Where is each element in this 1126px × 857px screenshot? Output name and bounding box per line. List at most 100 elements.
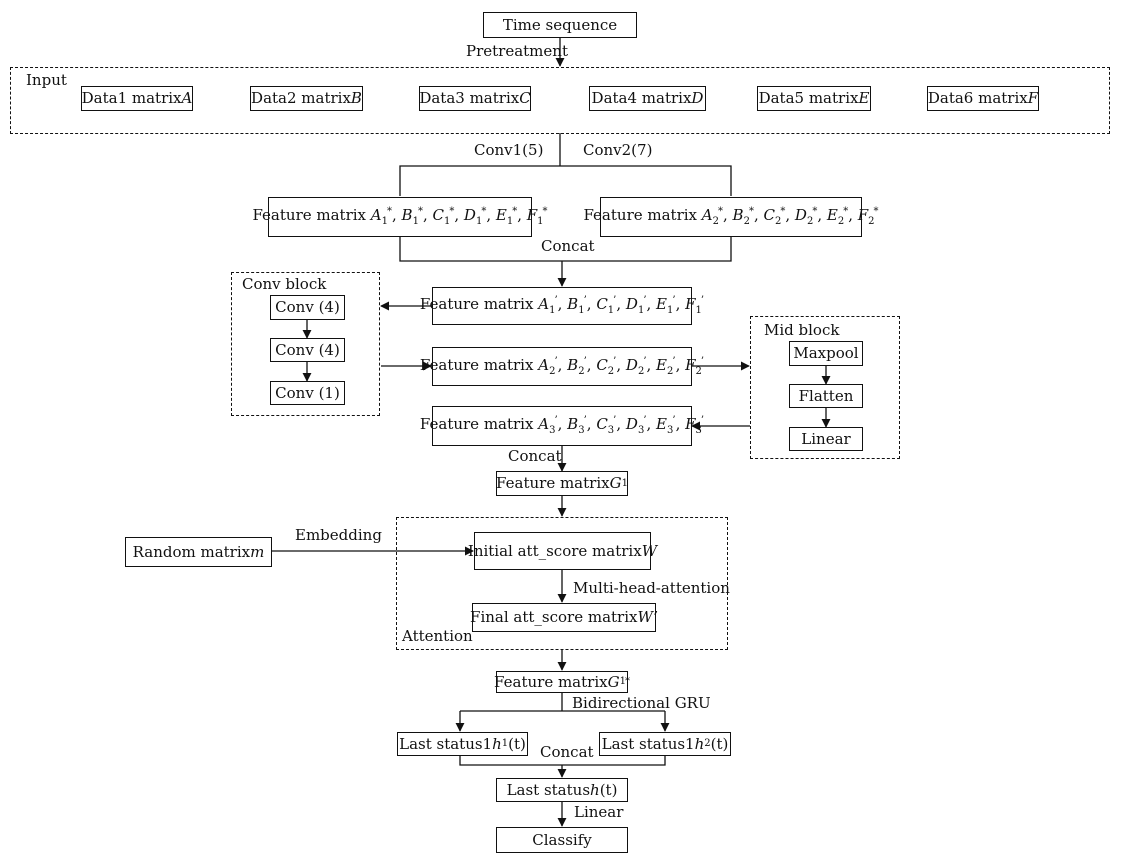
mid-block-linear: Linear [789,427,863,451]
conv-block-item-1-label: Conv (4) [275,298,340,316]
bidirectional-gru-label: Bidirectional GRU [572,694,711,712]
data6-matrix-var: F [1027,89,1039,107]
feature-var-sub: 2 [549,365,556,377]
feature-var-sup: ’ [613,355,617,367]
final-att-score-var: W’ [637,608,658,626]
feature-var-sup: * [780,206,786,217]
feature-var-sup: ’ [700,415,705,426]
classify-box: Classify [496,827,628,853]
feature-var-sep: , [586,415,597,433]
feature-var: D [625,355,638,374]
feature-var: B [567,355,579,374]
feature-matrix-prefix: Feature matrix [419,295,539,313]
feature-var: E [656,355,667,374]
feature-var-sup: ’ [613,415,617,426]
feature-var-sep: , [586,295,597,313]
feature-var-sup: * [481,206,487,217]
final-att-score-label: Final att_score matrix [470,608,638,626]
feature-var-sup: ’ [554,355,558,367]
feature-var: E [826,206,838,224]
classify-label: Classify [532,830,592,849]
last-status-h2-sub: 2 [704,738,711,749]
conv-block-item-3-label: Conv (1) [275,383,340,402]
feature-var-sup: * [873,206,879,217]
feature-var-sub: 1 [637,305,645,316]
feature-matrix-prefix: Feature matrix [419,415,539,433]
feature-var-sub: 3 [695,425,702,436]
feature-var: C [596,415,608,433]
feature-var-sup: ’ [643,355,647,367]
feature-var-sub: 1 [381,216,388,227]
feature-matrix-prime-2: Feature matrix A2’, B2’, C2’, D2’, E2’, … [420,347,704,386]
feature-var: A [538,415,550,433]
conv-block-label: Conv block [242,275,327,293]
feature-var: B [401,206,413,224]
last-status-h1-text: Last status1 [399,734,493,753]
last-status-h1-tail: (t) [508,734,526,753]
attention-group [396,517,728,650]
data3-matrix-label: Data3 matrix [419,89,520,107]
data5-matrix-box: Data5 matrix E [757,86,871,111]
data1-matrix-label: Data1 matrix [81,89,182,107]
last-status-h2-var: h [694,734,705,753]
feature-var-sep: , [785,206,795,224]
mid-block-maxpool: Maxpool [789,341,863,366]
feature-var-sup: * [512,206,518,217]
feature-var-sep: , [848,206,858,224]
feature-var-sup: ’ [583,295,587,306]
concat-label-2: Concat [508,447,562,465]
feature-var-sup: * [812,206,818,217]
feature-var-sep: , [753,206,764,224]
data4-matrix-label: Data4 matrix [591,89,692,107]
random-matrix-label: Random matrix [132,542,251,561]
data4-matrix-var: D [691,89,704,107]
feature-var-sep: , [675,415,686,433]
feature-var-sep: , [616,415,626,433]
multi-head-attention-label: Multi-head-attention [573,579,730,597]
feature-var-sep: , [675,355,686,374]
data2-matrix-box: Data2 matrix B [250,86,363,111]
feature-matrix-prime-3: Feature matrix A3’, B3’, C3’, D3’, E3’, … [420,406,704,446]
feature-var-sup: ’ [613,295,617,306]
mid-block-group [750,316,900,459]
feature-var-sub: 1 [549,305,556,316]
feature-var: A [538,355,550,374]
data2-matrix-var: B [350,89,362,107]
feature-var-sup: ’ [554,415,558,426]
feature-var-sep: , [422,206,433,224]
feature-var-sub: 1 [607,305,615,316]
feature-var-sep: , [646,295,657,313]
feature-var-sup: ’ [672,415,676,426]
last-status-h1-sub: 1 [501,738,509,749]
feature-var: C [596,295,608,313]
feature-matrix-prime-2-text: Feature matrix A2’, B2’, C2’, D2’, E2’, … [419,355,704,377]
input-group [10,67,1110,134]
feature-matrix-prime-3-text: Feature matrix A3’, B3’, C3’, D3’, E3’, … [420,416,704,436]
feature-var-sup: * [718,206,723,217]
feature-var-sep: , [723,206,733,224]
feature-var-sup: * [417,206,423,217]
final-att-score-box: Final att_score matrix W’ [470,603,658,632]
mid-block-label: Mid block [764,321,840,339]
feature-var-sub: 2 [667,365,674,377]
feature-var: B [732,206,744,224]
feature-var: F [857,206,869,224]
feature-var: A [701,206,713,224]
feature-var-sep: , [646,355,657,374]
feature-var-sub: 2 [607,365,615,377]
feature-var-sup: * [542,206,548,217]
feature-var-sep: , [675,295,686,313]
feature-var-sup: ’ [700,295,705,306]
feature-var: E [656,415,667,433]
feature-matrix-g1-var: G [609,474,622,492]
embedding-label: Embedding [295,526,382,544]
feature-matrix-g1-star-sup: * [624,676,630,687]
feature-var-sub: 2 [743,216,750,227]
feature-var: F [526,206,538,224]
feature-matrix-prefix: Feature matrix [419,355,539,374]
input-group-label: Input [26,71,67,89]
initial-att-score-box: Initial att_score matrix W [468,532,657,570]
